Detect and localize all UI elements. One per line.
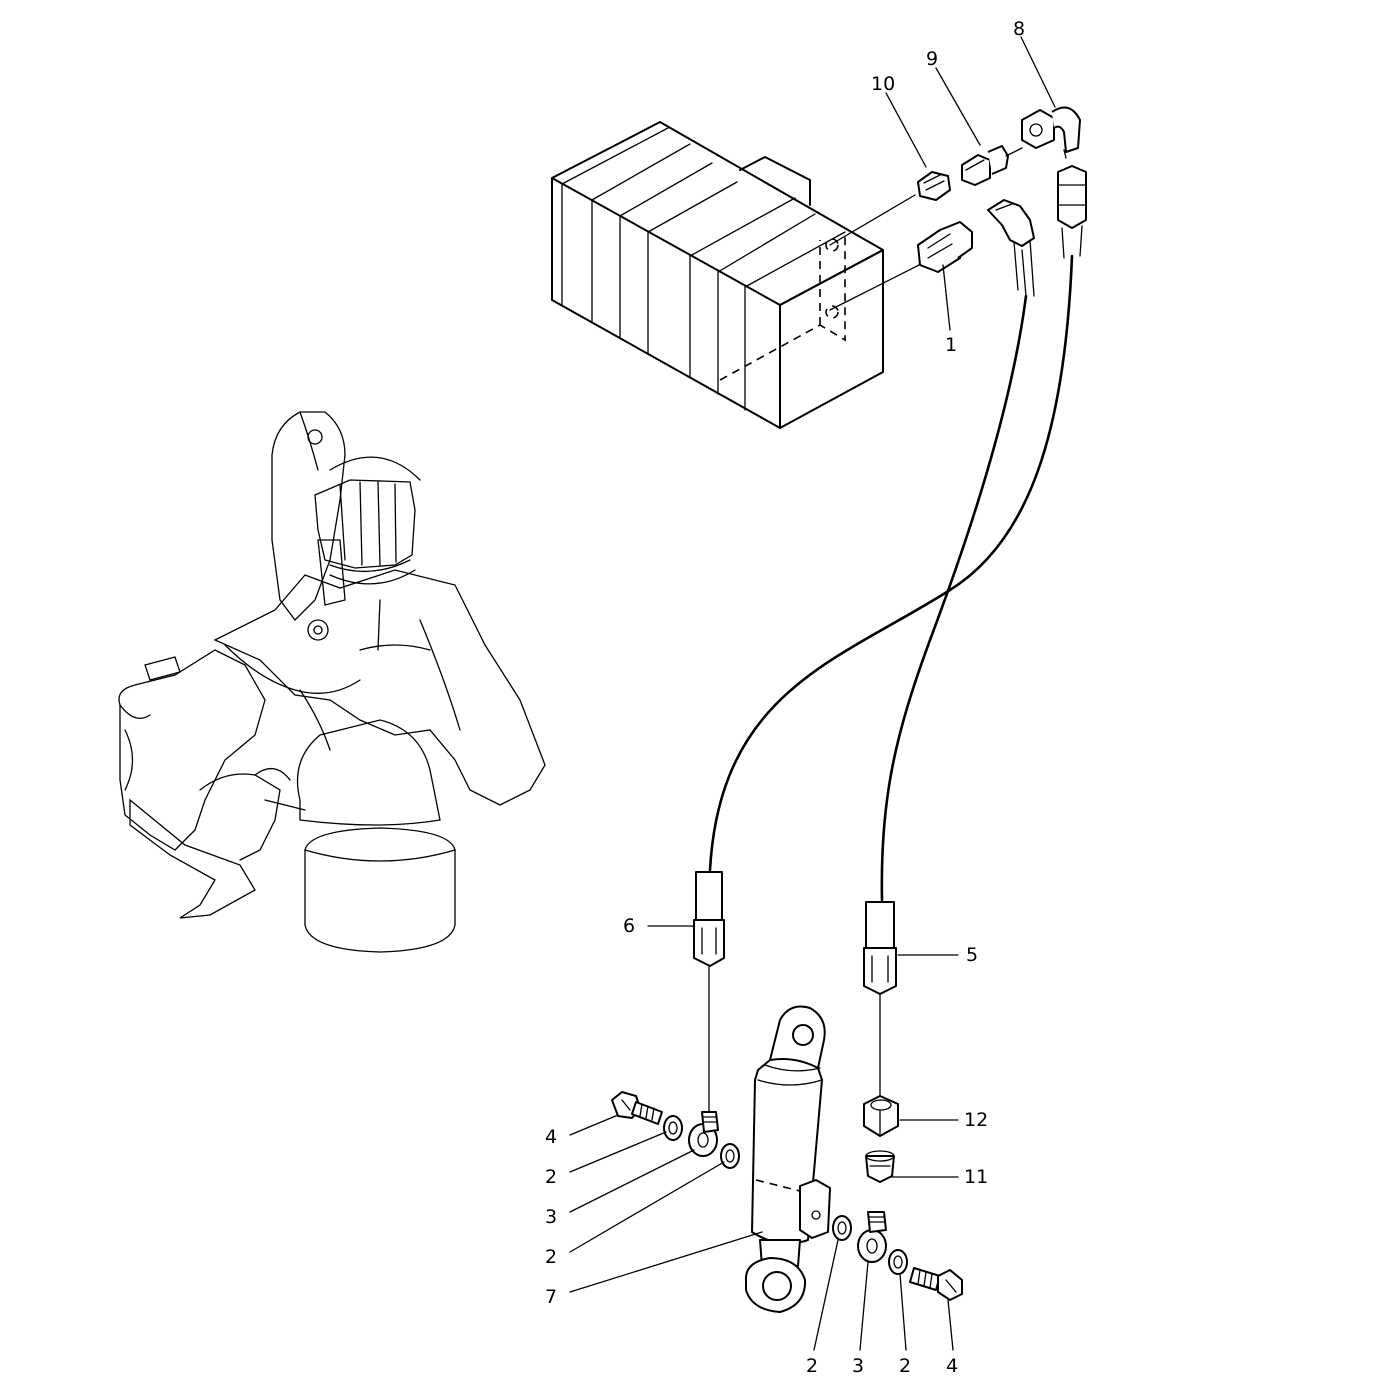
machine-overview-illustration: [118, 411, 546, 953]
fitting-9-reducer: [961, 145, 1023, 186]
hydraulic-hoses: [708, 254, 1074, 902]
hydraulic-cylinder-7: [744, 1005, 831, 1313]
callout-3-left: 3: [545, 1206, 557, 1228]
washer-2-right-b: [888, 1249, 908, 1275]
hydraulic-tank: [551, 121, 926, 429]
callout-2-bottom-a: 2: [806, 1355, 818, 1377]
nut-12: [863, 1095, 899, 1137]
callout-8: 8: [1013, 18, 1025, 40]
washer-2-left-b: [720, 1143, 740, 1169]
banjo-bolt-4-left: [611, 1091, 663, 1125]
banjo-bolt-4-right: [909, 1267, 963, 1301]
callout-6: 6: [623, 915, 635, 937]
fitting-10-adapter: [917, 171, 951, 201]
hose-end-5: [863, 901, 897, 1097]
callout-4-bottom: 4: [946, 1355, 958, 1377]
banjo-3-right: [857, 1211, 887, 1263]
callout-2-left-b: 2: [545, 1246, 557, 1268]
hose-end-6: [693, 871, 725, 1113]
fitting-1-adapter: [917, 221, 973, 273]
callout-9: 9: [926, 48, 938, 70]
hose-end-upper-left: [987, 199, 1035, 297]
callout-labels: 8 9 10 1 6 5 12 11 4 2 3 2 7 2 3 2 4: [545, 18, 1025, 1377]
fitting-8-elbow: [1021, 106, 1081, 159]
callout-7: 7: [545, 1286, 557, 1308]
banjo-3-left: [688, 1111, 719, 1157]
callout-1: 1: [945, 334, 957, 356]
callout-2-bottom-b: 2: [899, 1355, 911, 1377]
callout-3-bottom: 3: [852, 1355, 864, 1377]
leader-lines: [569, 36, 1056, 1351]
fitting-11: [865, 1150, 895, 1183]
callout-4-left: 4: [545, 1126, 557, 1148]
washer-2-right-a: [832, 1215, 852, 1241]
callout-10: 10: [871, 73, 895, 95]
callout-2-left-a: 2: [545, 1166, 557, 1188]
callout-11: 11: [964, 1166, 988, 1188]
washer-2-left-a: [663, 1115, 683, 1141]
callout-12: 12: [964, 1109, 988, 1131]
callout-5: 5: [966, 944, 978, 966]
hose-end-upper-right: [1057, 165, 1087, 259]
